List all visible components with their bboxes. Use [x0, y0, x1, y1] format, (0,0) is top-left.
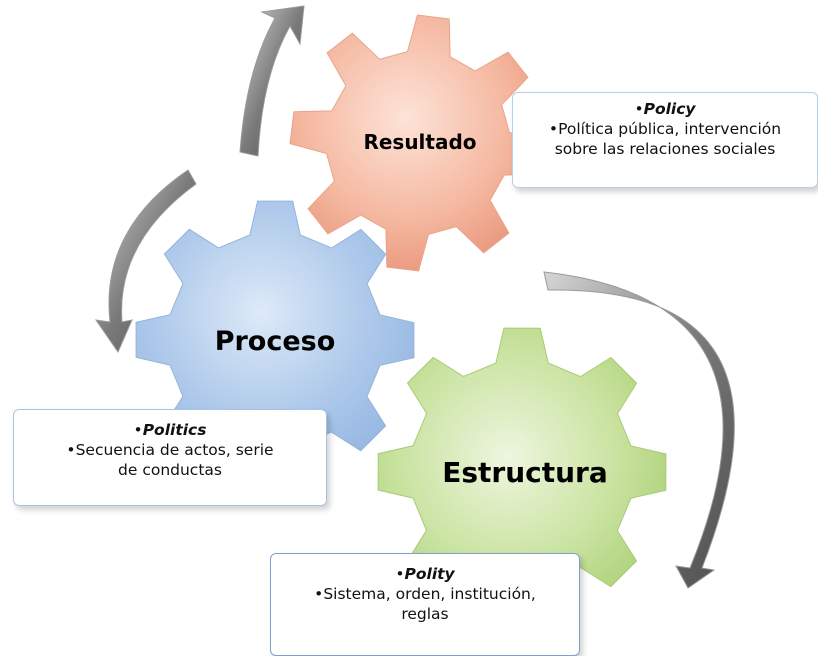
- box-text-line2: de conductas: [118, 461, 222, 479]
- box-text-line2: sobre las relaciones sociales: [554, 140, 776, 158]
- bullet: •: [133, 421, 143, 439]
- bullet: •: [548, 120, 559, 138]
- arrow-right: [543, 271, 735, 589]
- box-heading-politics: Politics: [142, 421, 207, 439]
- bullet: •: [314, 585, 324, 603]
- description-box-polity: •Polity •Sistema, orden, institución, re…: [270, 553, 580, 656]
- arrow-left: [94, 169, 197, 354]
- arrow-top: [239, 5, 305, 157]
- gear-label-proceso: Proceso: [214, 326, 336, 357]
- box-text-line1: Secuencia de actos, serie: [75, 441, 274, 459]
- box-heading-policy: Policy: [643, 100, 696, 118]
- bullet: •: [66, 441, 76, 459]
- description-box-politics: •Politics •Secuencia de actos, serie de …: [13, 409, 327, 506]
- box-text-line1: Sistema, orden, institución,: [323, 585, 536, 603]
- gear-label-resultado: Resultado: [363, 130, 477, 154]
- gear-resultado: [289, 14, 547, 272]
- box-text-line2: reglas: [401, 605, 449, 623]
- box-text-line1: Política pública, intervención: [558, 120, 782, 138]
- bullet: •: [634, 100, 644, 118]
- box-heading-polity: Polity: [404, 565, 455, 583]
- description-box-policy: •Policy •Política pública, intervención …: [512, 92, 818, 188]
- bullet: •: [395, 565, 405, 583]
- gear-label-estructura: Estructura: [442, 456, 608, 489]
